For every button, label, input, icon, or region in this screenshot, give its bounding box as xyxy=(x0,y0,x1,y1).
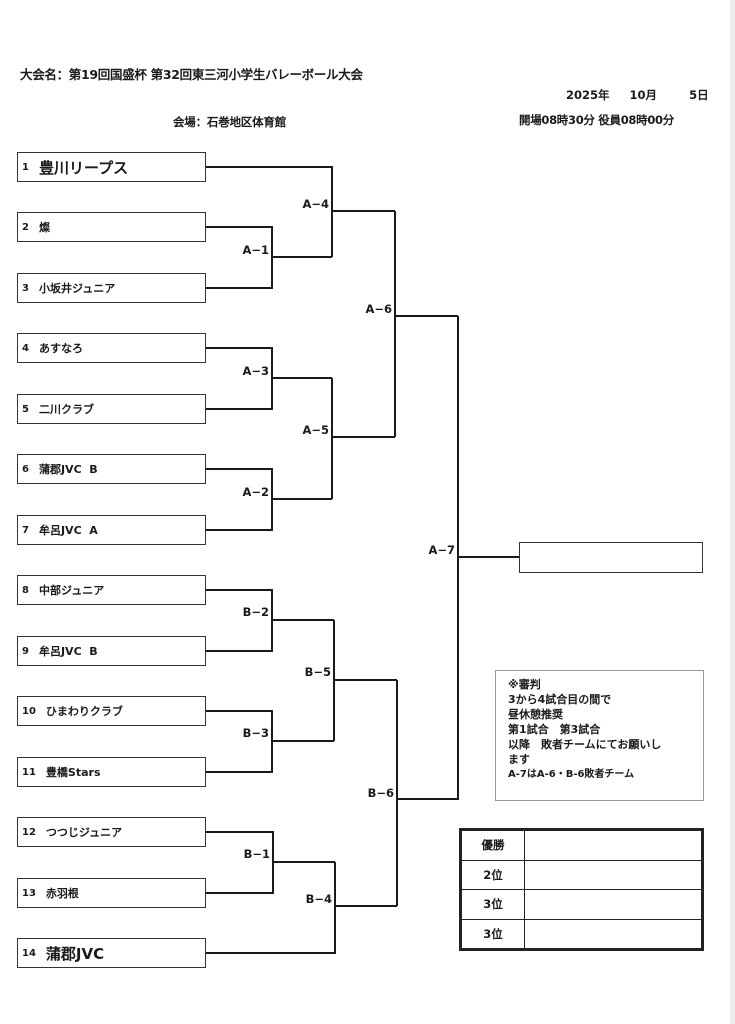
tournament-title: 大会名：第19回国盛杯 第32回東三河小学生バレーボール大会 xyxy=(20,67,363,82)
bracket-b1 xyxy=(206,831,274,894)
team-seed: 1 xyxy=(22,161,29,173)
ranking-team xyxy=(524,889,702,920)
ranking-table: 優勝 2位 3位 3位 xyxy=(459,828,704,951)
match-label-a6: A−6 xyxy=(365,302,392,316)
team-seed: 6 xyxy=(22,463,29,475)
match-label-b4: B−4 xyxy=(305,892,332,906)
team-seed: 14 xyxy=(22,947,36,959)
team-seed: 9 xyxy=(22,645,29,657)
team-slot-12: 12 つつじジュニア xyxy=(17,817,206,847)
match-label-a3: A−3 xyxy=(242,364,269,378)
team-slot-10: 10 ひまわりクラブ xyxy=(17,696,206,726)
date-year: 2025年 xyxy=(566,88,610,102)
ranking-row: 3位 xyxy=(461,889,702,920)
bracket-a4 xyxy=(206,166,333,257)
team-name: つつじジュニア xyxy=(45,826,123,839)
ranking-place: 優勝 xyxy=(461,830,525,861)
team-slot-3: 3 小坂井ジュニア xyxy=(17,273,206,303)
team-slot-13: 13 赤羽根 xyxy=(17,878,206,908)
team-slot-7: 7 牟呂JVC A xyxy=(17,515,206,545)
team-seed: 13 xyxy=(22,887,36,899)
team-name: 赤羽根 xyxy=(45,887,79,900)
team-slot-14: 14 蒲郡JVC xyxy=(17,938,206,968)
match-label-b1: B−1 xyxy=(243,847,270,861)
ranking-place: 3位 xyxy=(461,889,525,920)
bracket-b2 xyxy=(206,589,273,652)
team-seed: 11 xyxy=(22,766,36,778)
team-name: 牟呂JVC A xyxy=(38,524,98,537)
team-seed: 3 xyxy=(22,282,29,294)
team-name: 二川クラブ xyxy=(38,403,94,416)
match-label-a2: A−2 xyxy=(242,485,269,499)
team-name: 燦 xyxy=(38,221,50,234)
match-label-b2: B−2 xyxy=(242,605,269,619)
team-name: 豊川リープス xyxy=(38,158,129,177)
ranking-place: 3位 xyxy=(461,918,525,949)
ranking-place: 2位 xyxy=(461,859,525,890)
team-seed: 7 xyxy=(22,524,29,536)
team-slot-9: 9 牟呂JVC B xyxy=(17,636,206,666)
bracket-b4 xyxy=(206,862,336,954)
note-line: ※審判 xyxy=(508,678,541,691)
team-name: ひまわりクラブ xyxy=(45,705,123,718)
team-slot-2: 2 燦 xyxy=(17,212,206,242)
team-slot-6: 6 蒲郡JVC B xyxy=(17,454,206,484)
ranking-team xyxy=(524,918,702,949)
team-slot-5: 5 二川クラブ xyxy=(17,394,206,424)
team-seed: 12 xyxy=(22,826,36,838)
date-month: 10月 xyxy=(629,88,658,102)
note-line: 第1試合 第3試合 xyxy=(508,723,601,736)
team-seed: 5 xyxy=(22,403,29,415)
note-line: 3から4試合目の間で xyxy=(508,693,612,706)
match-label-b6: B−6 xyxy=(367,786,394,800)
page-edge xyxy=(730,0,735,1024)
team-slot-11: 11 豊橋Stars xyxy=(17,757,206,787)
team-name: 蒲郡JVC B xyxy=(38,463,98,476)
team-slot-8: 8 中部ジュニア xyxy=(17,575,206,605)
match-label-b3: B−3 xyxy=(242,726,269,740)
team-seed: 10 xyxy=(22,705,36,717)
referee-note: ※審判 3から4試合目の間で 昼休憩推奨 第1試合 第3試合 以降 敗者チームに… xyxy=(495,670,704,801)
note-line: 以降 敗者チームにてお願いし xyxy=(508,738,662,751)
bracket-a3 xyxy=(206,347,273,410)
final-result-box xyxy=(519,542,703,573)
team-slot-1: 1 豊川リープス xyxy=(17,152,206,182)
team-name: 豊橋Stars xyxy=(45,766,101,779)
bracket-b3 xyxy=(206,710,273,773)
team-name: 小坂井ジュニア xyxy=(38,282,116,295)
match-label-a7: A−7 xyxy=(428,543,455,557)
ranking-row: 3位 xyxy=(461,918,702,949)
ranking-row: 2位 xyxy=(461,859,702,890)
ranking-team xyxy=(524,830,702,861)
note-line: A-7はA-6・B-6敗者チーム xyxy=(508,769,635,780)
bracket-a1 xyxy=(206,226,273,289)
team-seed: 8 xyxy=(22,584,29,596)
team-slot-4: 4 あすなろ xyxy=(17,333,206,363)
match-label-a1: A−1 xyxy=(242,243,269,257)
opening-times: 開場08時30分 役員08時00分 xyxy=(519,113,674,127)
match-label-b5: B−5 xyxy=(304,665,331,679)
match-label-a4: A−4 xyxy=(302,197,329,211)
team-name: 牟呂JVC B xyxy=(38,645,98,658)
event-date: 2025年 10月 5日 xyxy=(566,87,709,103)
ranking-row: 優勝 xyxy=(461,830,702,861)
team-seed: 4 xyxy=(22,342,29,354)
bracket-a2 xyxy=(206,468,273,531)
team-seed: 2 xyxy=(22,221,29,233)
date-day: 5日 xyxy=(689,88,709,102)
note-line: 昼休憩推奨 xyxy=(508,708,563,721)
team-name: 蒲郡JVC xyxy=(45,944,105,963)
note-line: ます xyxy=(508,753,530,766)
venue: 会場：石巻地区体育館 xyxy=(173,115,286,129)
ranking-team xyxy=(524,859,702,890)
match-label-a5: A−5 xyxy=(302,423,329,437)
team-name: あすなろ xyxy=(38,342,83,355)
team-name: 中部ジュニア xyxy=(38,584,105,597)
